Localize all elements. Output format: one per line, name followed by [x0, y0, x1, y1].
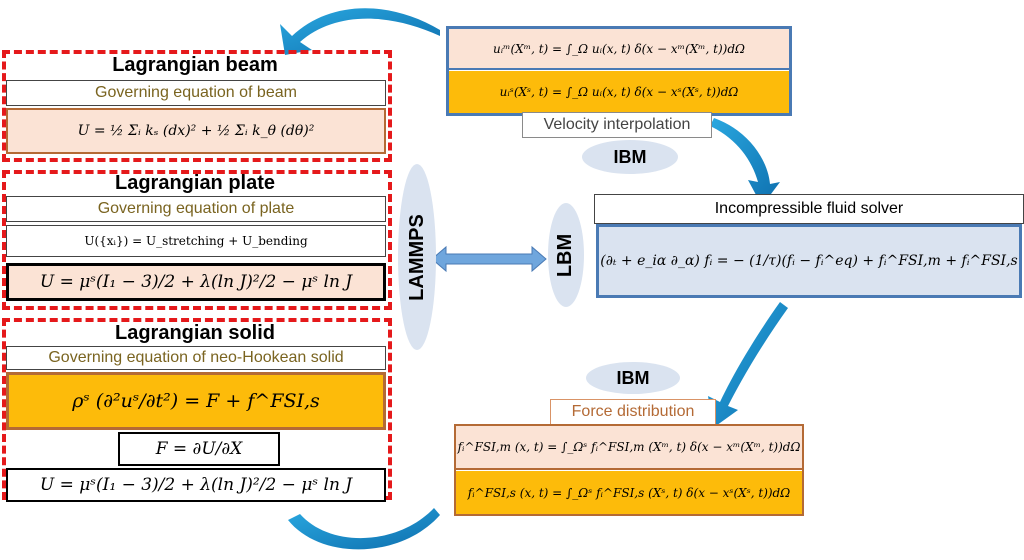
lammps-ellipse: LAMMPS [398, 164, 436, 350]
arrow-to-beam [280, 8, 440, 55]
beam-subtitle: Governing equation of beam [6, 80, 386, 106]
solid-momentum-equation: ρˢ (∂²uˢ/∂t²) = F + f^FSI,s [6, 372, 386, 430]
lbm-label: LBM [554, 233, 577, 277]
ibm-top-ellipse: IBM [582, 140, 678, 174]
distribution-equation-m: fᵢ^FSI,m (x, t) = ∫_Ωˢ fᵢ^FSI,m (Xᵐ, t) … [456, 426, 802, 470]
solid-energy-equation: U = μˢ(I₁ − 3)/2 + λ(ln J)²/2 − μˢ ln J [6, 468, 386, 502]
distribution-panel [454, 424, 804, 516]
lbm-ellipse: LBM [548, 203, 584, 307]
distribution-equation-s: fᵢ^FSI,s (x, t) = ∫_Ωˢ fᵢ^FSI,s (Xˢ, t) … [456, 471, 802, 514]
plate-subtitle: Governing equation of plate [6, 196, 386, 222]
plate-panel [2, 170, 392, 310]
beam-panel [2, 50, 392, 162]
interpolation-equation-s: uᵢˢ(Xˢ, t) = ∫_Ω uᵢ(x, t) δ(x − xˢ(Xˢ, t… [449, 71, 789, 113]
solid-title: Lagrangian solid [114, 322, 276, 344]
lammps-label: LAMMPS [405, 213, 428, 301]
fluid-title: Incompressible fluid solver [594, 194, 1024, 224]
ibm-bottom-ellipse: IBM [586, 362, 680, 394]
beam-equation: U = ½ Σᵢ kₛ (dx)² + ½ Σᵢ k_θ (dθ)² [6, 108, 386, 154]
ibm-bottom-label: IBM [616, 367, 650, 388]
velocity-interpolation-label: Velocity interpolation [522, 112, 712, 138]
arrow-from-fluid [708, 302, 788, 428]
arrow-to-solid [288, 508, 440, 550]
plate-equation-text: U({xᵢ}) = U_stretching + U_bending [6, 225, 386, 257]
double-arrow [431, 245, 547, 273]
ibm-top-label: IBM [613, 146, 647, 167]
solid-force-equation: F = ∂U/∂X [118, 432, 280, 466]
fluid-equation: (∂ₜ + e_iα ∂_α) fᵢ = − (1/τ)(fᵢ − fᵢ^eq)… [596, 224, 1022, 298]
beam-title: Lagrangian beam [112, 54, 278, 76]
arrow-to-fluid [710, 118, 780, 206]
force-distribution-label: Force distribution [550, 399, 716, 425]
solid-subtitle: Governing equation of neo-Hookean solid [6, 346, 386, 370]
plate-title: Lagrangian plate [114, 172, 276, 194]
interpolation-equation-m: uᵢᵐ(Xᵐ, t) = ∫_Ω uᵢ(x, t) δ(x − xᵐ(Xᵐ, t… [449, 29, 789, 70]
plate-equation: U = μˢ(I₁ − 3)/2 + λ(ln J)²/2 − μˢ ln J [6, 263, 386, 301]
